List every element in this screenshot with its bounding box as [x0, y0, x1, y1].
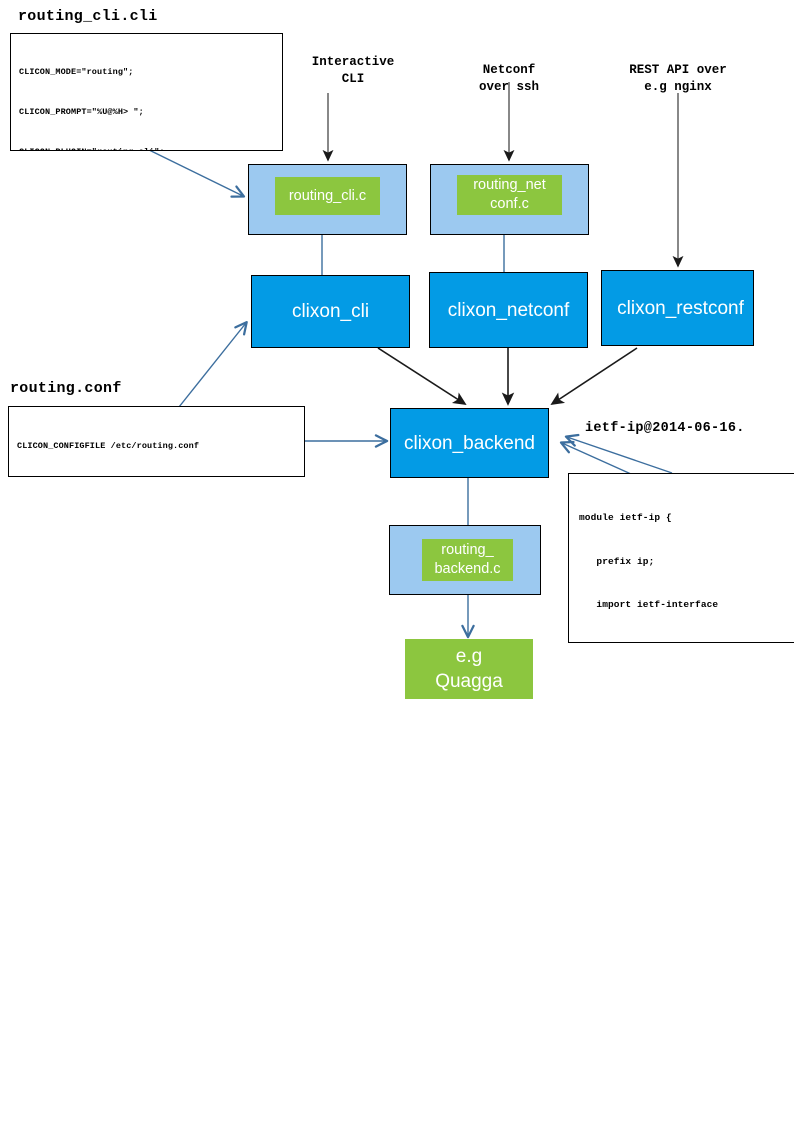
- yang-file-line: prefix if;: [579, 642, 793, 643]
- cli-file-line: CLICON_PROMPT="%U@%H> ";: [19, 107, 144, 118]
- arrow-clifile-to-host: [142, 146, 246, 198]
- yang-file-box: module ietf-ip { prefix ip; import ietf-…: [568, 473, 794, 643]
- plugin-routing-cli-c: routing_cli.c: [275, 177, 380, 215]
- external-quagga: e.g Quagga: [405, 639, 533, 699]
- process-clixon-backend-label: clixon_backend: [404, 432, 535, 454]
- cli-file-label: routing_cli.cli: [18, 8, 158, 25]
- plugin-host-backend: routing_ backend.c: [389, 525, 541, 595]
- arrow-cli-to-backend: [377, 347, 467, 406]
- arrow-conf-to-cli: [174, 321, 248, 413]
- process-clixon-netconf[interactable]: clixon_netconf: [429, 272, 588, 348]
- plugin-routing-backend-c: routing_ backend.c: [422, 539, 513, 581]
- plugin-routing-netconf-c: routing_net conf.c: [457, 175, 562, 215]
- yang-file-line: import ietf-interface: [579, 599, 719, 610]
- process-clixon-cli[interactable]: clixon_cli: [251, 275, 410, 348]
- annotation-interactive-cli: Interactive CLI: [311, 55, 395, 86]
- process-clixon-restconf[interactable]: clixon_restconf: [601, 270, 754, 346]
- annotation-rest-api: REST API over e.g nginx: [629, 63, 727, 94]
- arrow-restconf-to-backend: [550, 347, 638, 406]
- yang-file-line: prefix ip;: [579, 555, 655, 567]
- process-clixon-backend[interactable]: clixon_backend: [390, 408, 549, 478]
- process-clixon-restconf-label: clixon_restconf: [617, 297, 744, 319]
- yang-file-line: module ietf-ip {: [579, 512, 672, 523]
- cli-file-line: CLICON_MODE="routing";: [19, 67, 134, 78]
- plugin-host-cli: routing_cli.c: [248, 164, 407, 235]
- cli-file-line: CLICON_PLUGIN="routing_cli";: [19, 146, 274, 150]
- plugin-host-netconf: routing_net conf.c: [430, 164, 589, 235]
- process-clixon-cli-label: clixon_cli: [291, 301, 370, 322]
- conf-file-label: routing.conf: [10, 380, 122, 397]
- annotation-netconf-over-ssh: Netconf over ssh: [478, 63, 539, 94]
- process-clixon-netconf-label: clixon_netconf: [447, 299, 570, 321]
- conf-file-line: CLICON_CONFIGFILE /etc/routing.conf: [17, 441, 200, 452]
- conf-file-box: CLICON_CONFIGFILE /etc/routing.conf CLIC…: [8, 406, 305, 477]
- arrow-yang-to-backend: [559, 440, 641, 479]
- cli-file-box: CLICON_MODE="routing"; CLICON_PROMPT="%U…: [10, 33, 283, 151]
- yang-file-label: ietf-ip@2014-06-16.: [585, 421, 745, 436]
- arrow-yang-label: [564, 433, 673, 474]
